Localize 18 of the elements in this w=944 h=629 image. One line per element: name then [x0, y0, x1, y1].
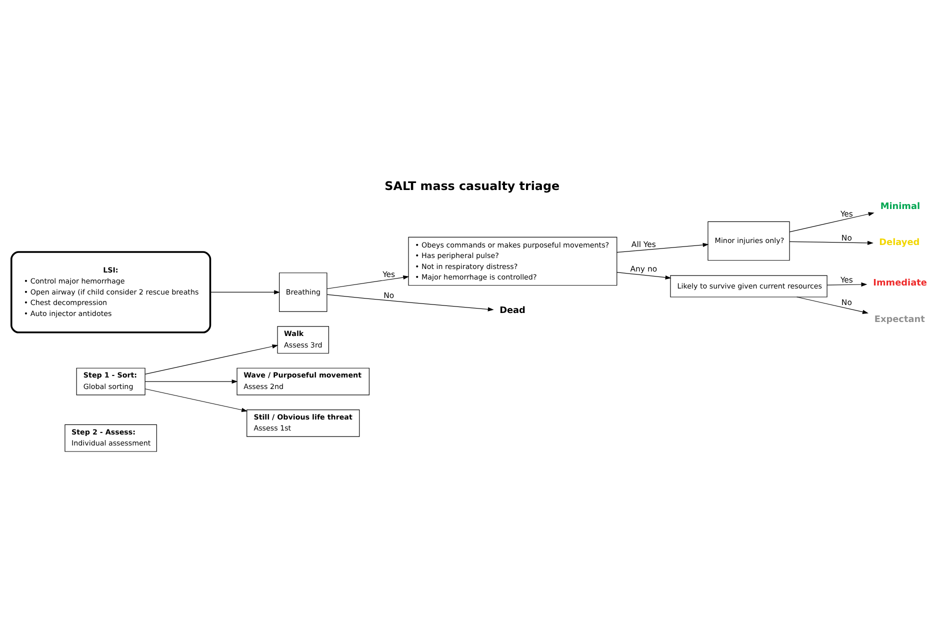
arrow	[788, 212, 874, 232]
arrow	[826, 282, 867, 286]
arrow	[788, 240, 873, 244]
node-text: Minimal	[880, 201, 920, 212]
node-text: Delayed	[878, 238, 920, 248]
arrow	[144, 388, 248, 412]
arrow	[144, 344, 278, 374]
arrow	[326, 294, 494, 311]
node-text: Expectant	[874, 314, 924, 324]
arrow	[144, 378, 238, 384]
diagram-title: SALT mass casualty triage	[384, 178, 560, 192]
node-text: Dead	[499, 306, 525, 316]
arrow	[796, 296, 868, 314]
node-text: Immediate	[872, 278, 926, 288]
arrow	[616, 242, 708, 252]
arrow	[616, 272, 671, 280]
arrow	[326, 274, 409, 289]
arrow	[210, 290, 280, 294]
